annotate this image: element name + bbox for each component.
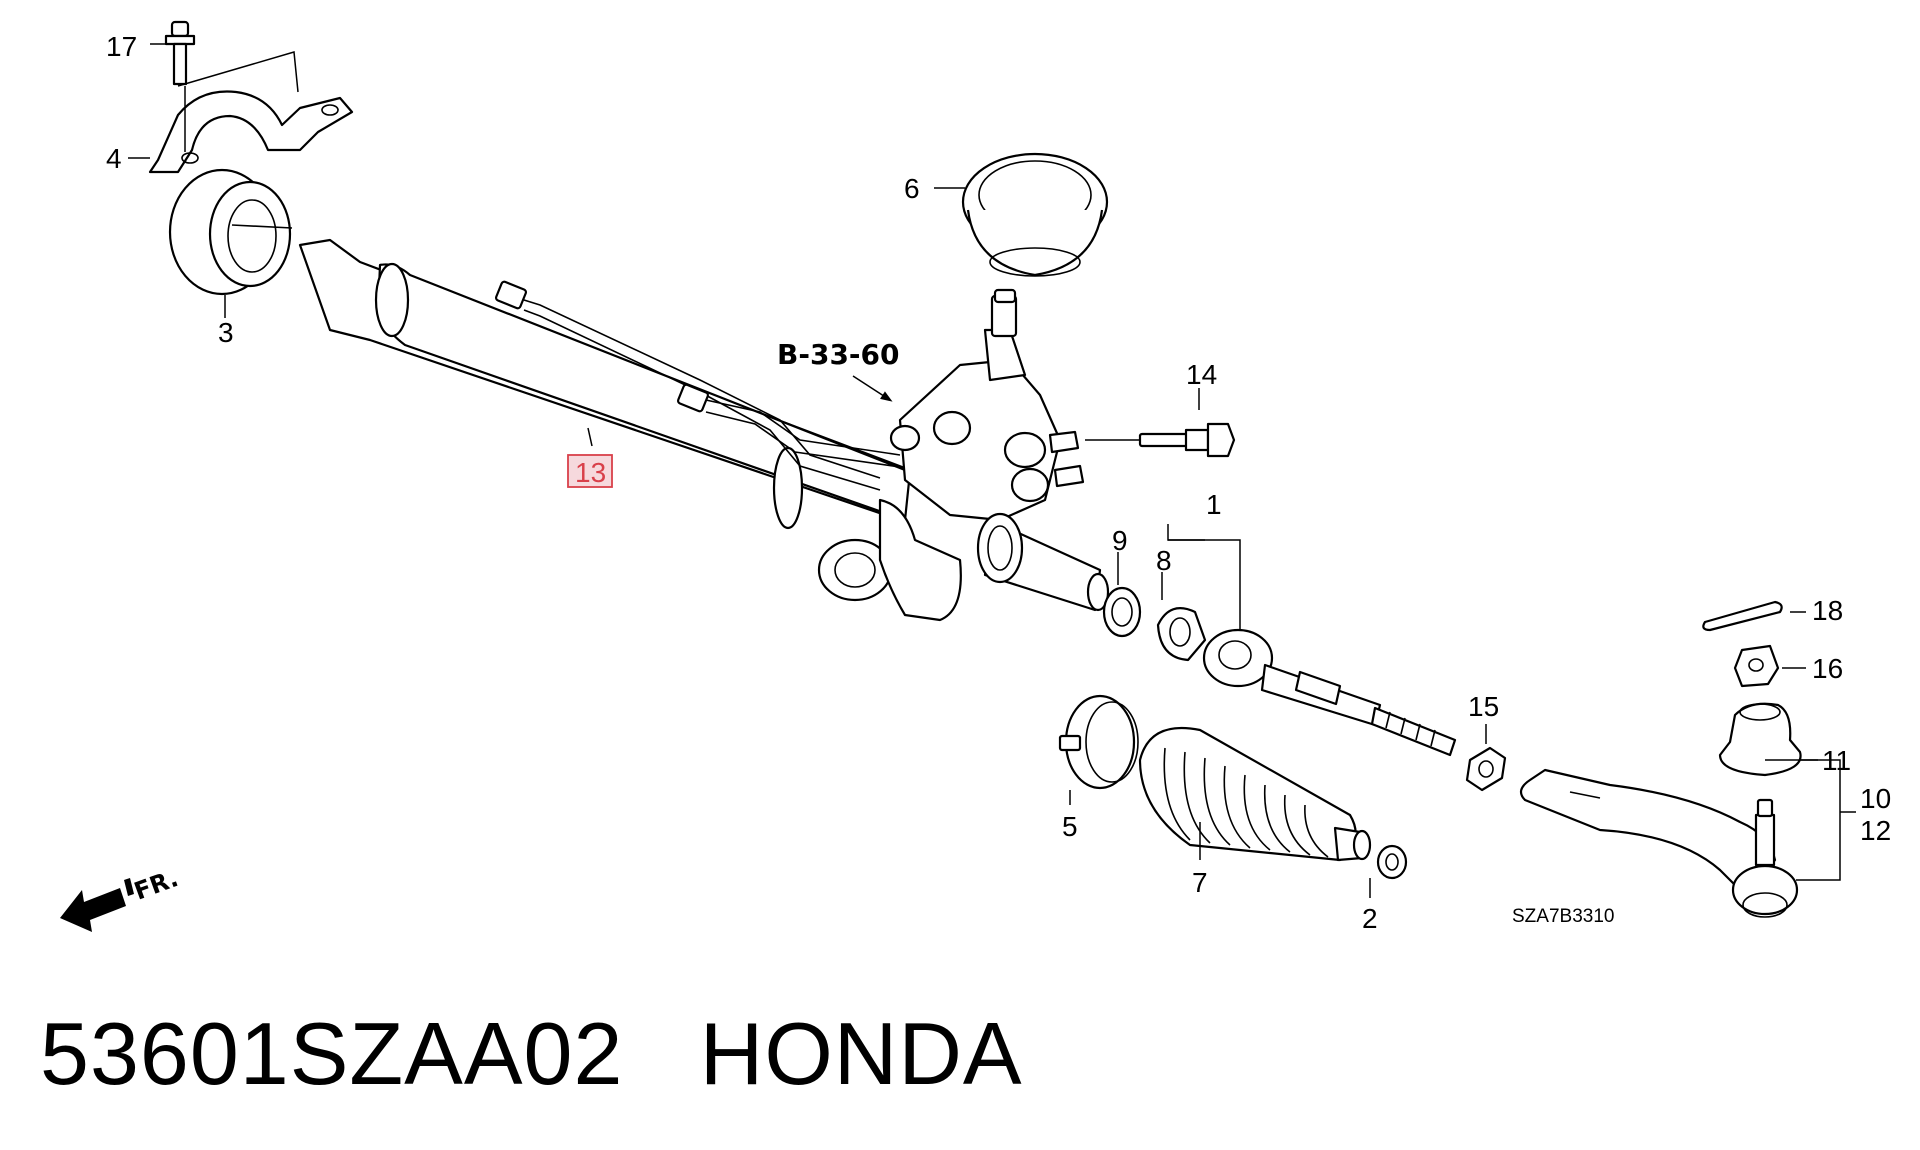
clip-2-drawing bbox=[1376, 844, 1408, 880]
bracket-4-drawing bbox=[148, 90, 354, 174]
callout-9: 9 bbox=[1112, 525, 1128, 556]
callout-4: 4 bbox=[106, 143, 122, 174]
reference-link-b-33-60[interactable]: B-33-60 bbox=[777, 338, 900, 371]
bolt-14-drawing bbox=[1085, 422, 1236, 458]
brand-name: HONDA bbox=[699, 1004, 1023, 1103]
callout-13: 13 bbox=[575, 457, 606, 488]
nut-15-drawing bbox=[1465, 746, 1507, 792]
tie-rod-end-10-drawing bbox=[1519, 768, 1799, 918]
washer-9-drawing bbox=[1102, 586, 1142, 638]
callout-3: 3 bbox=[218, 317, 234, 348]
tie-rod-1-drawing bbox=[1202, 628, 1457, 757]
part-number: 53601SZAA02 bbox=[40, 1004, 624, 1103]
hydraulic-lines-drawing bbox=[495, 280, 901, 491]
callout-10: 10 bbox=[1860, 783, 1891, 814]
direction-label: FR. bbox=[130, 864, 181, 906]
callout-2: 2 bbox=[1362, 903, 1378, 934]
callout-15: 15 bbox=[1468, 691, 1499, 722]
rack-housing-13-drawing bbox=[298, 238, 1110, 622]
callout-5: 5 bbox=[1062, 811, 1078, 842]
part-number-caption: 53601SZAA02 HONDA bbox=[40, 1010, 1023, 1098]
cotter-pin-18-drawing bbox=[1702, 600, 1783, 632]
callout-8: 8 bbox=[1156, 545, 1172, 576]
callout-17: 17 bbox=[106, 31, 137, 62]
callout-14: 14 bbox=[1186, 359, 1217, 390]
band-5-drawing bbox=[1058, 694, 1139, 790]
callout-12: 12 bbox=[1860, 815, 1891, 846]
boot-7-drawing bbox=[1138, 726, 1372, 862]
diagram-code: SZA7B3310 bbox=[1512, 906, 1614, 927]
boot-11-drawing bbox=[1718, 702, 1802, 777]
callout-18: 18 bbox=[1812, 595, 1843, 626]
dust-seal-6-drawing bbox=[961, 152, 1109, 277]
bushing-3-drawing bbox=[168, 168, 293, 296]
bolt-17-drawing bbox=[164, 20, 196, 86]
callout-6: 6 bbox=[904, 173, 920, 204]
callout-11: 11 bbox=[1822, 745, 1851, 776]
callout-16: 16 bbox=[1812, 653, 1843, 684]
lock-washer-8-drawing bbox=[1156, 607, 1207, 662]
callout-13-highlighted[interactable]: 13 bbox=[567, 454, 613, 488]
callout-1: 1 bbox=[1206, 489, 1222, 520]
callout-7: 7 bbox=[1192, 867, 1208, 898]
front-direction-arrow: FR. bbox=[60, 864, 182, 932]
leader-lines bbox=[128, 43, 1856, 898]
nut-16-drawing bbox=[1733, 644, 1780, 688]
